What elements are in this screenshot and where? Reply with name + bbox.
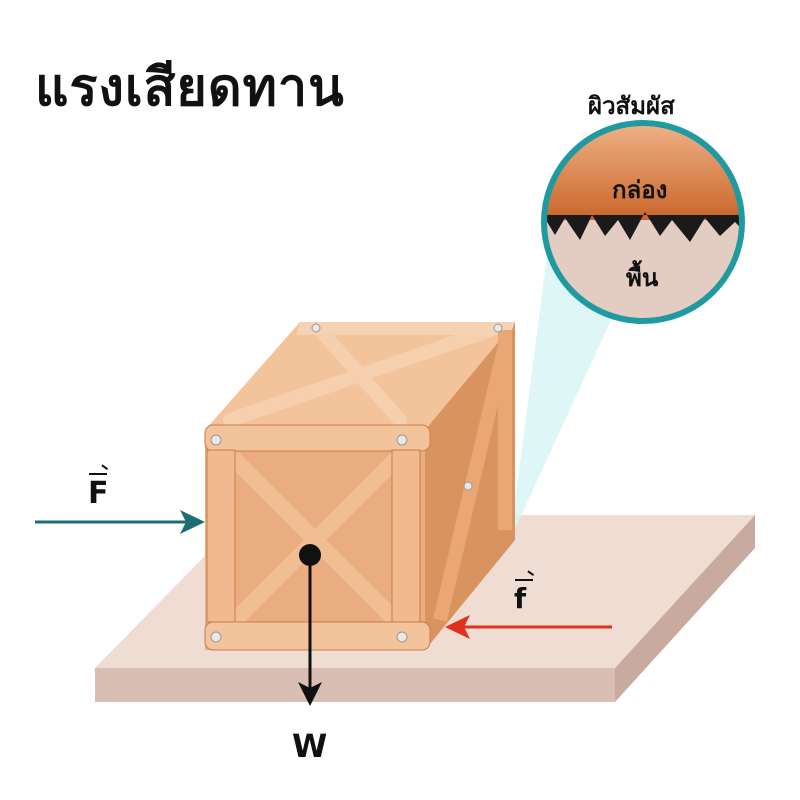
vector-arrow-icon [89,473,107,475]
applied-force-symbol: F [88,476,109,511]
inset-box-label: กล่อง [612,176,668,204]
weight-force-label: W [292,727,328,765]
friction-force-symbol: f [514,582,527,615]
inset-floor-label: พื้น [626,264,659,292]
weight-force-arrow [298,544,322,706]
page-title: แรงเสียดทาน [35,58,345,118]
friction-force-label: f [514,579,533,615]
friction-force-arrow [445,615,612,639]
magnifier-cone [510,248,612,540]
wooden-crate [204,322,515,651]
applied-force-arrow [35,510,205,534]
inset-title: ผิวสัมผัส [588,92,675,120]
vector-arrow-icon [515,579,533,581]
applied-force-label: F [88,473,109,511]
